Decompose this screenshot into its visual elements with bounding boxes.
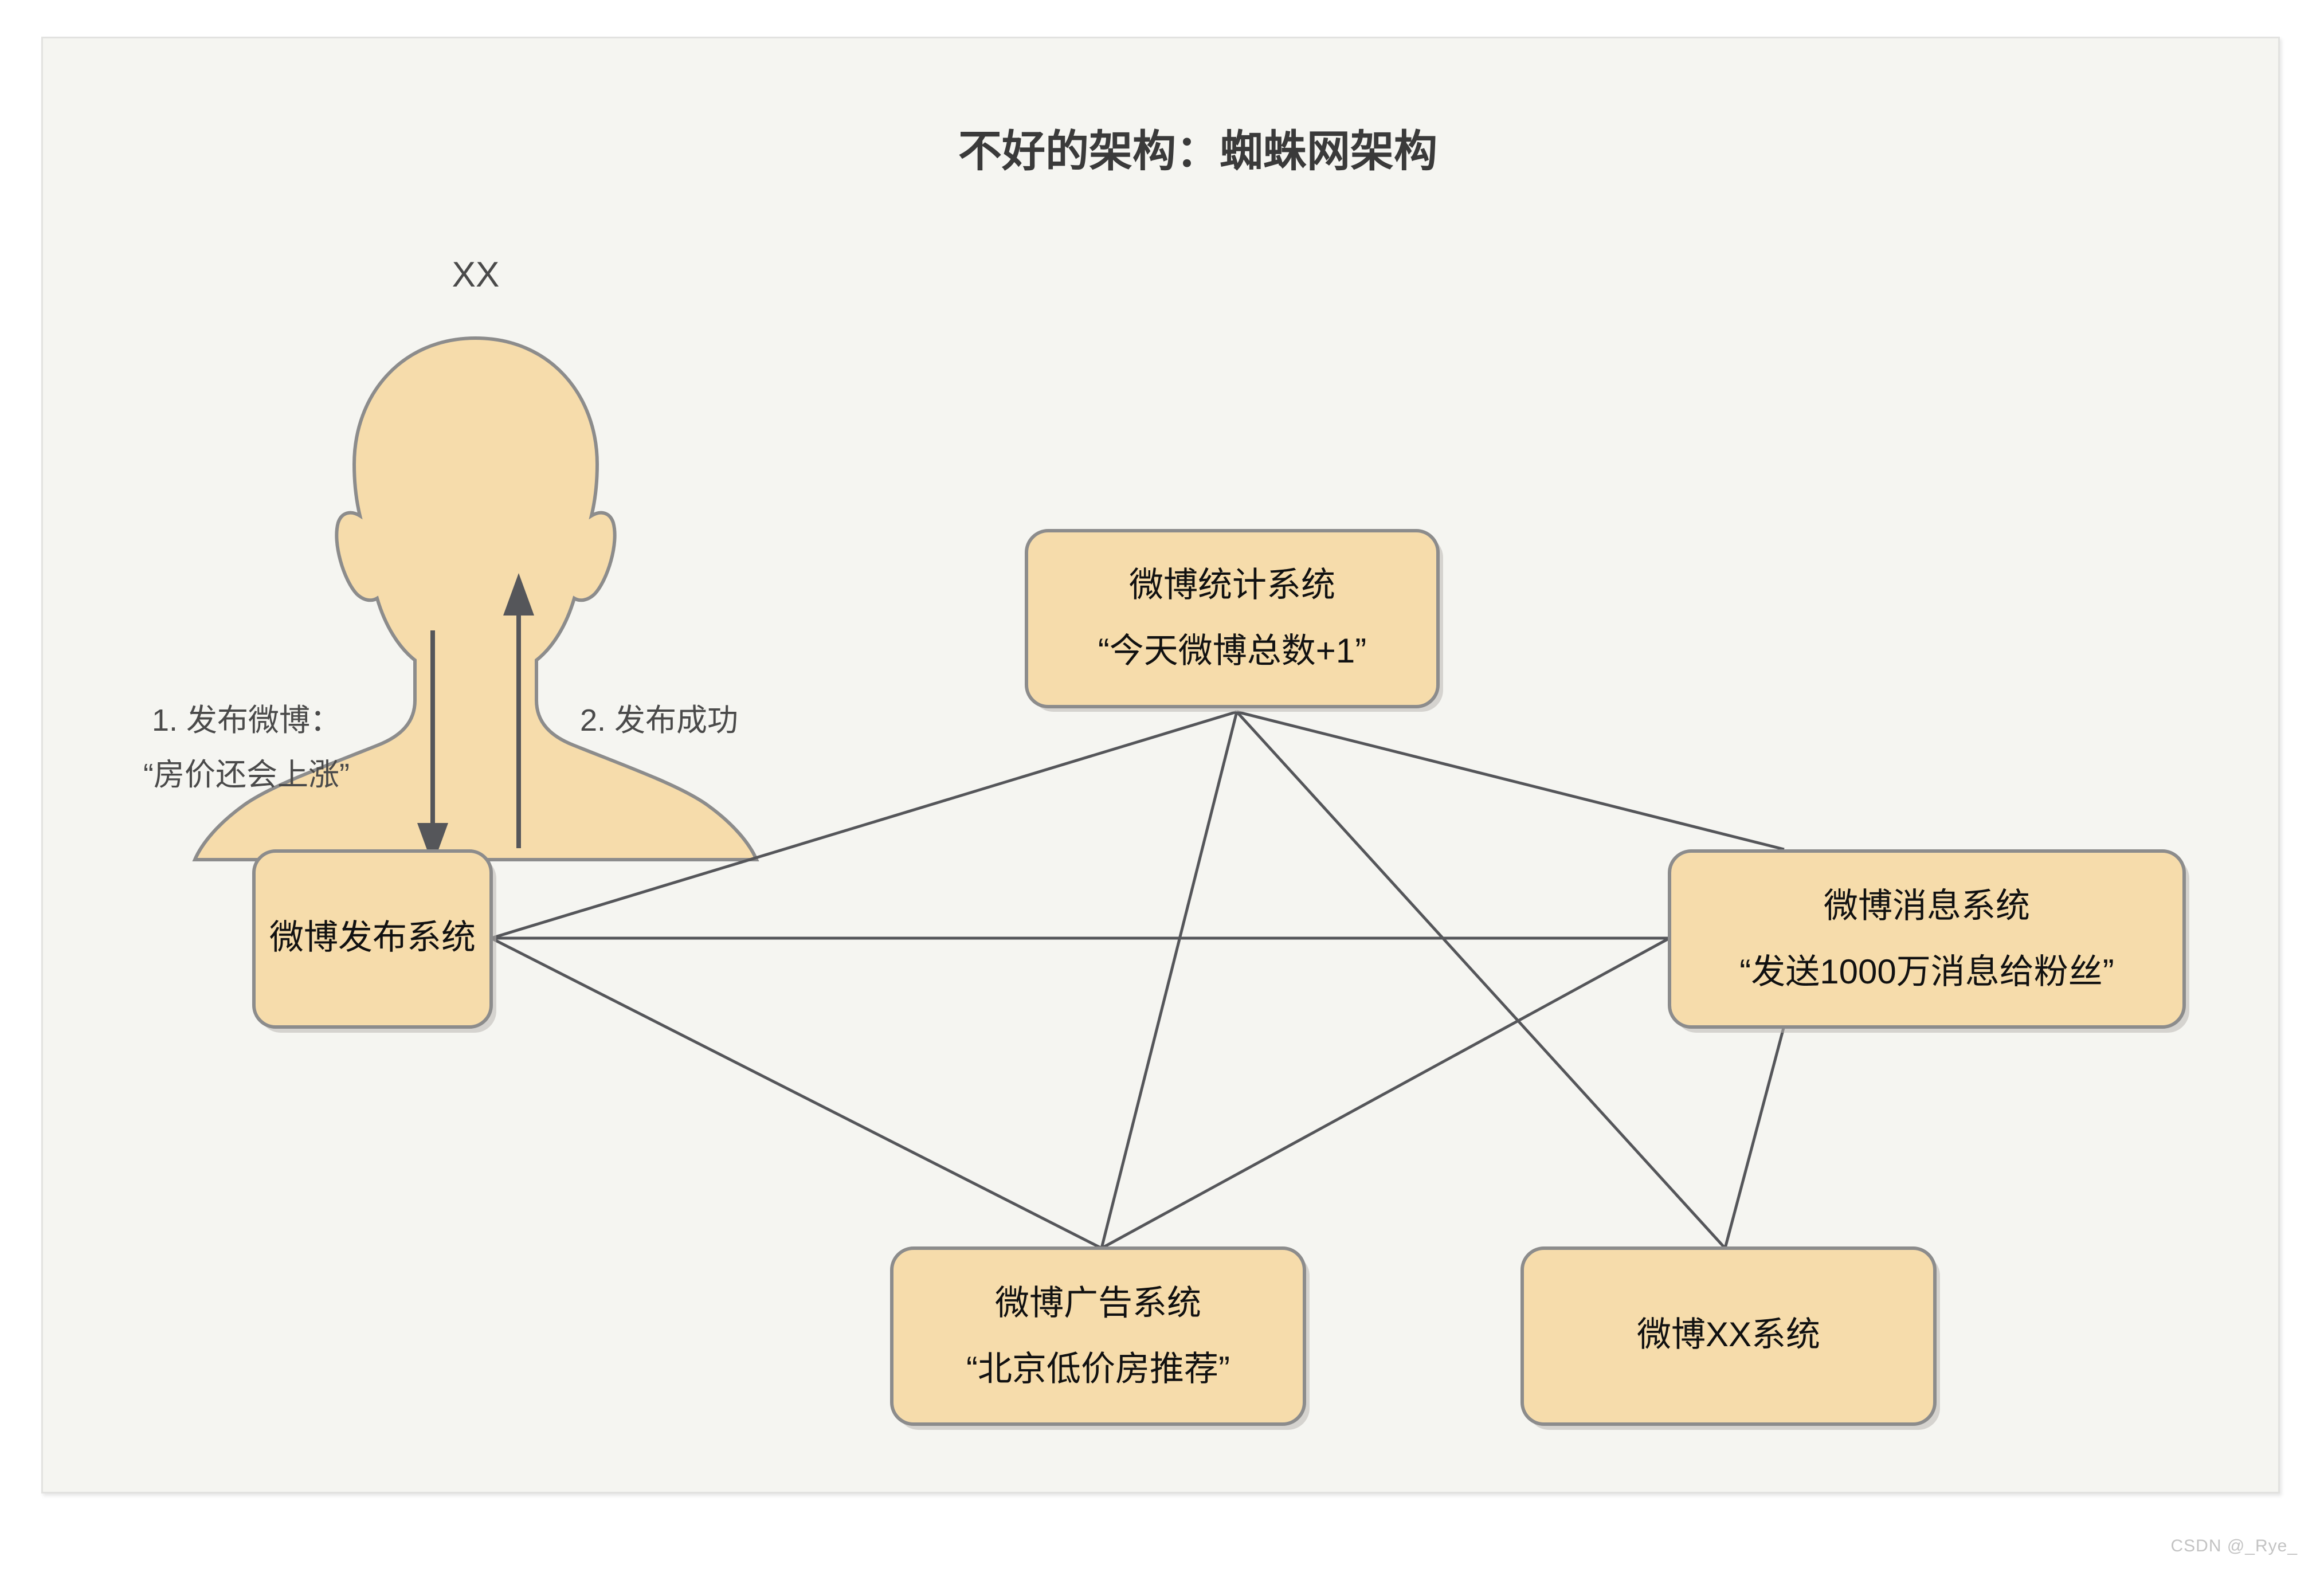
edge-stats-ad: [1100, 711, 1239, 1249]
edge-stats-xx: [1236, 711, 1726, 1249]
flow-label-publish-line1: 1. 发布微博：: [152, 703, 341, 738]
node-box[interactable]: [1025, 529, 1440, 708]
edge-message-ad: [1100, 936, 1671, 1250]
edge-message-xx: [1723, 1025, 1786, 1249]
node-label-line1: 微博统计系统: [1129, 566, 1335, 604]
node-label-line1: 微博消息系统: [1824, 887, 2030, 925]
node-box[interactable]: [1520, 1246, 1937, 1426]
node-stats-system[interactable]: 微博统计系统 “今天微博总数+1”: [1025, 529, 1443, 712]
node-publish-system[interactable]: 微博发布系统: [252, 849, 496, 1033]
flow-arrow-success: [503, 573, 534, 848]
node-label-line2: “发送1000万消息给粉丝”: [1739, 952, 2114, 991]
node-label-line2: “今天微博总数+1”: [1098, 632, 1366, 670]
flow-label-success-line1: 2. 发布成功: [580, 703, 738, 738]
node-ad-system[interactable]: 微博广告系统 “北京低价房推荐”: [890, 1246, 1310, 1430]
page-title: 不好的架构：蜘蛛网架构: [958, 127, 1437, 176]
flow-label-publish-line2: “房价还会上涨”: [143, 758, 350, 792]
edge-publish-ad: [490, 936, 1103, 1250]
node-label-line1: 微博广告系统: [995, 1284, 1201, 1322]
node-label-line1: 微博XX系统: [1637, 1315, 1820, 1354]
node-box[interactable]: [252, 849, 493, 1029]
actor-label: XX: [452, 255, 500, 295]
node-box[interactable]: [890, 1246, 1306, 1426]
node-label-line1: 微博发布系统: [269, 918, 476, 956]
edge-publish-stats: [491, 710, 1237, 940]
node-message-system[interactable]: 微博消息系统 “发送1000万消息给粉丝”: [1668, 849, 2189, 1033]
watermark: CSDN @_Rye_: [2170, 1536, 2298, 1555]
edge-stats-message: [1236, 710, 1785, 851]
node-xx-system[interactable]: 微博XX系统: [1520, 1246, 1940, 1430]
edge-group: [490, 710, 1786, 1250]
flow-arrow-publish: [417, 630, 448, 865]
node-box[interactable]: [1668, 849, 2186, 1029]
node-label-line2: “北京低价房推荐”: [966, 1350, 1230, 1388]
